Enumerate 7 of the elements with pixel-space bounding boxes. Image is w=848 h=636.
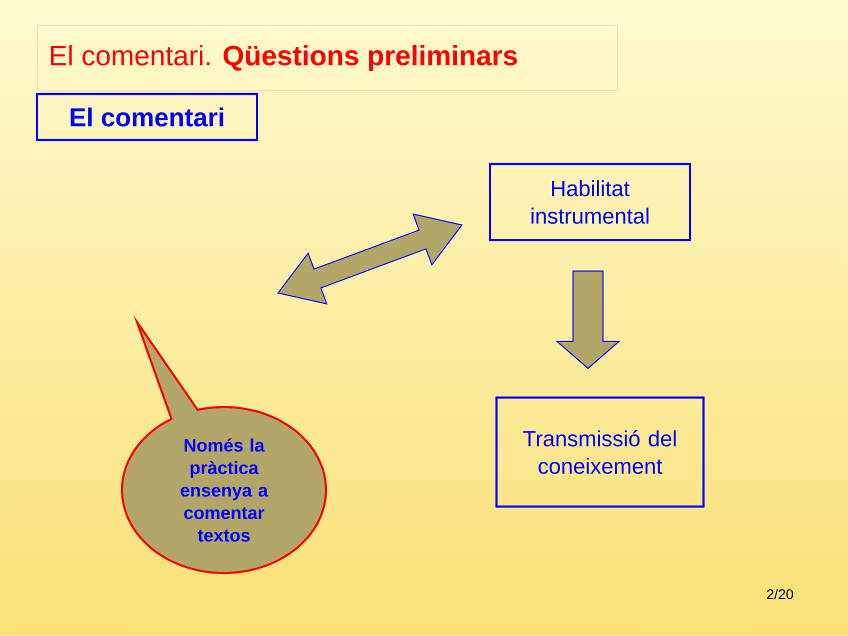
- heading-box: El comentari: [36, 92, 258, 142]
- title-box: El comentari. Qüestions preliminars: [37, 25, 618, 91]
- block-arrow: [277, 213, 463, 305]
- concept-box: Transmissió del coneixement: [495, 396, 705, 508]
- block-arrow: [556, 270, 620, 370]
- concept-box: Habilitat instrumental: [488, 162, 692, 242]
- page-number: 2/20: [767, 588, 794, 600]
